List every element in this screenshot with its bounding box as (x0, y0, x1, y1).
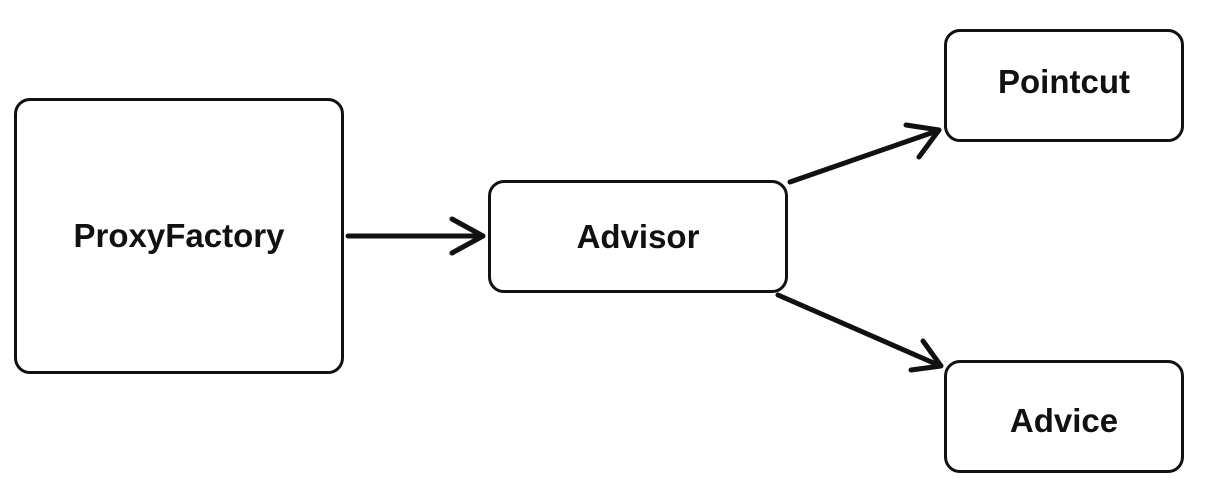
proxyfactory-node: ProxyFactory (14, 98, 344, 374)
advisor-node: Advisor (488, 180, 788, 293)
advice-node: Advice (944, 360, 1184, 473)
pointcut-label: Pointcut (998, 62, 1130, 100)
arrow-advisor-to-advice (775, 292, 944, 373)
arrow-advisor-to-pointcut (787, 122, 942, 185)
arrow-proxyfactory-to-advisor (345, 216, 486, 256)
advisor-label: Advisor (576, 217, 700, 255)
proxyfactory-label: ProxyFactory (73, 217, 285, 254)
pointcut-node: Pointcut (944, 29, 1184, 142)
advice-label: Advice (1009, 401, 1119, 439)
